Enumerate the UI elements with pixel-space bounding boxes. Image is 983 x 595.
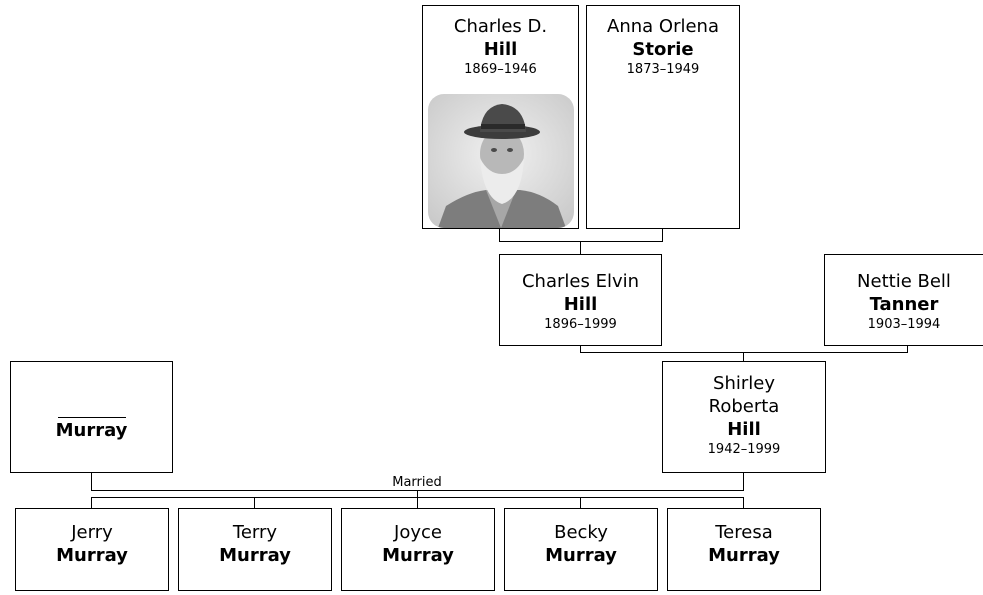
surname: Murray <box>382 545 454 566</box>
life-dates: 1942–1999 <box>707 442 781 457</box>
connector <box>743 472 744 491</box>
unknown-given-name-line <box>57 417 126 418</box>
given-name: Terry <box>232 522 278 543</box>
connector <box>743 352 744 361</box>
given-name: Joyce <box>394 522 442 543</box>
given-name: Charles Elvin <box>521 271 640 292</box>
given-name: Anna Orlena <box>607 16 719 37</box>
surname: Hill <box>727 419 761 440</box>
person-child-joyce-murray[interactable]: Joyce Murray <box>341 508 495 591</box>
surname: Murray <box>545 545 617 566</box>
surname: Tanner <box>869 294 939 315</box>
surname: Murray <box>55 420 128 441</box>
life-dates: 1896–1999 <box>544 317 617 332</box>
person-child-jerry-murray[interactable]: Jerry Murray <box>15 508 169 591</box>
surname: Murray <box>708 545 780 566</box>
married-label: Married <box>385 475 449 490</box>
person-child-becky-murray[interactable]: Becky Murray <box>504 508 658 591</box>
given-name: Becky <box>554 522 608 543</box>
connector <box>580 352 908 353</box>
given-name: Teresa <box>715 522 773 543</box>
portrait-photo <box>428 94 574 228</box>
connector <box>91 472 92 491</box>
connector <box>743 497 744 508</box>
person-nettie-bell-tanner[interactable]: Nettie Bell Tanner 1903–1994 <box>824 254 983 346</box>
given-name: Jerry <box>71 522 113 543</box>
surname: Murray <box>56 545 128 566</box>
given-name-line1: Shirley <box>713 373 775 394</box>
connector <box>580 497 581 508</box>
connector <box>417 497 418 508</box>
life-dates: 1869–1946 <box>464 62 537 77</box>
connector <box>907 345 908 353</box>
connector <box>254 497 255 508</box>
connector <box>417 490 418 498</box>
person-child-terry-murray[interactable]: Terry Murray <box>178 508 332 591</box>
person-murray-father[interactable]: Murray <box>10 361 173 473</box>
given-name-line2: Roberta <box>708 396 780 417</box>
connector <box>499 228 500 242</box>
connector <box>662 228 663 242</box>
life-dates: 1873–1949 <box>626 62 700 77</box>
person-shirley-roberta-hill[interactable]: Shirley Roberta Hill 1942–1999 <box>662 361 826 473</box>
connector <box>91 497 92 508</box>
connector <box>580 241 581 254</box>
connector <box>580 345 581 353</box>
person-anna-orlena-storie[interactable]: Anna Orlena Storie 1873–1949 <box>586 5 740 229</box>
given-name: Charles D. <box>453 16 548 37</box>
surname: Hill <box>483 39 518 60</box>
surname: Storie <box>632 39 694 60</box>
person-child-teresa-murray[interactable]: Teresa Murray <box>667 508 821 591</box>
person-charles-elvin-hill[interactable]: Charles Elvin Hill 1896–1999 <box>499 254 662 346</box>
surname: Murray <box>219 545 291 566</box>
surname: Hill <box>563 294 598 315</box>
given-name: Nettie Bell <box>857 271 951 292</box>
life-dates: 1903–1994 <box>867 317 941 332</box>
person-charles-d-hill[interactable]: Charles D. Hill 1869–1946 <box>422 5 579 229</box>
connector <box>499 241 663 242</box>
